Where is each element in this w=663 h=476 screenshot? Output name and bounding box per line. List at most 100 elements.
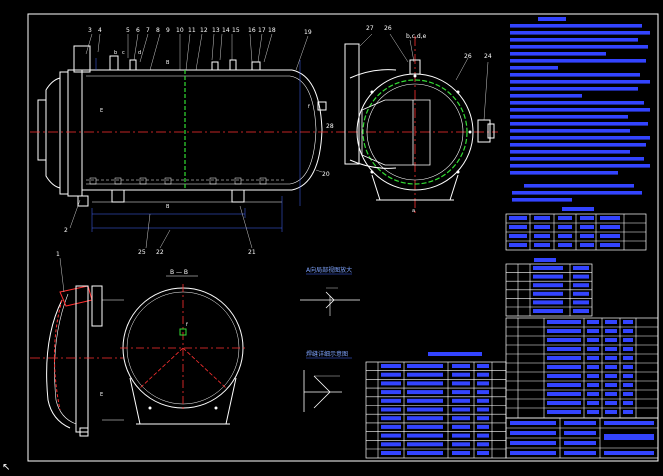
illegible-text-bar [477, 424, 489, 429]
illegible-text-bar [509, 234, 527, 238]
design-data-table [505, 207, 647, 251]
illegible-text-bar [587, 320, 599, 324]
tech-req-text-bar [510, 115, 628, 119]
callout-10: 10 [176, 27, 184, 34]
illegible-text-bar [564, 431, 596, 435]
illegible-text-bar [452, 364, 470, 368]
illegible-text-bar [477, 416, 489, 421]
illegible-text-bar [381, 364, 401, 368]
callout-14: 14 [222, 27, 230, 34]
callout-3: 3 [88, 27, 92, 34]
bill-of-materials [505, 317, 659, 419]
tech-req-text-bar [510, 101, 644, 105]
illegible-text-bar [605, 329, 617, 333]
illegible-text-bar [605, 338, 617, 342]
illegible-text-bar [509, 225, 527, 229]
illegible-text-bar [533, 291, 563, 296]
illegible-text-bar [623, 356, 633, 360]
illegible-text-bar [547, 401, 581, 405]
tech-req-text-bar [510, 52, 606, 56]
illegible-text-bar [534, 243, 550, 247]
illegible-text-bar [381, 398, 401, 403]
illegible-text-bar [452, 442, 470, 447]
illegible-text-bar [587, 392, 599, 396]
illegible-text-bar [573, 309, 589, 313]
callout-13: 13 [212, 27, 220, 34]
illegible-text-bar [587, 365, 599, 369]
illegible-text-bar [573, 300, 589, 305]
illegible-text-bar [509, 243, 527, 247]
illegible-text-bar [452, 424, 470, 429]
end-callout-28: 28 [326, 123, 334, 130]
illegible-text-bar [509, 216, 527, 220]
illegible-text-bar [477, 451, 489, 455]
callout-4: 4 [98, 27, 102, 34]
illegible-text-bar [510, 451, 556, 455]
mouse-pointer-icon: ↖ [2, 462, 11, 473]
illegible-text-bar [573, 266, 589, 270]
illegible-text-bar [605, 392, 617, 396]
tech-req-text-bar [510, 150, 630, 154]
detail-callout-1: 1 [56, 251, 60, 258]
illegible-text-bar [623, 410, 633, 414]
illegible-text-bar [605, 374, 617, 378]
illegible-text-bar [558, 234, 572, 238]
illegible-text-bar [452, 381, 470, 386]
illegible-text-bar [605, 383, 617, 387]
illegible-text-bar [623, 365, 633, 369]
illegible-text-bar [623, 401, 633, 405]
tech-req-heading-bar [538, 17, 566, 21]
illegible-text-bar [604, 451, 654, 455]
illegible-text-bar [587, 347, 599, 351]
illegible-text-bar [587, 410, 599, 414]
illegible-text-bar [407, 372, 443, 377]
title-block [505, 417, 659, 459]
illegible-text-bar [477, 372, 489, 377]
parts-table-heading-bar [428, 352, 482, 356]
illegible-text-bar [381, 407, 401, 412]
illegible-text-bar [547, 338, 581, 342]
front-view [30, 33, 345, 249]
illegible-text-bar [381, 416, 401, 421]
tech-req-text-bar [510, 129, 630, 133]
illegible-text-bar [605, 347, 617, 351]
callout-11: 11 [188, 27, 196, 34]
illegible-text-bar [558, 216, 572, 220]
section-bb-view [120, 275, 246, 425]
illegible-text-bar [547, 329, 581, 333]
design-table-heading-bar [562, 207, 594, 211]
tech-req-text-bar [510, 108, 650, 112]
callout-21: 21 [248, 249, 256, 256]
illegible-text-bar [407, 398, 443, 403]
illegible-text-bar [452, 433, 470, 438]
callout-9: 9 [166, 27, 170, 34]
illegible-text-bar [600, 225, 620, 229]
end-callout-a: a [412, 208, 415, 214]
illegible-text-bar [381, 372, 401, 377]
section-center-mark: f [186, 322, 188, 328]
callout-8: 8 [156, 27, 160, 34]
end-callout-26-top: 26 [384, 25, 392, 32]
illegible-text-bar [510, 441, 556, 445]
illegible-text-bar [558, 225, 572, 229]
tech-req-text-bar [510, 24, 642, 28]
illegible-text-bar [587, 383, 599, 387]
tech-req-text-bar [510, 136, 650, 140]
callout-22: 22 [156, 249, 164, 256]
drawing-frame [27, 13, 659, 462]
parts-list [365, 352, 507, 459]
tech-req-text-bar [510, 38, 638, 42]
callout-20: 20 [322, 171, 330, 178]
weld-detail-bottom [303, 370, 342, 412]
callout-sub-b: b [114, 50, 117, 56]
illegible-text-bar [407, 381, 443, 386]
tech-req-text-bar [510, 31, 650, 35]
tech-req-text-bar [510, 45, 648, 49]
end-view [344, 33, 498, 216]
tech-req-text-bar [510, 143, 646, 147]
callout-5: 5 [126, 27, 130, 34]
illegible-text-bar [477, 390, 489, 395]
callout-17: 17 [258, 27, 266, 34]
illegible-text-bar [623, 374, 633, 378]
